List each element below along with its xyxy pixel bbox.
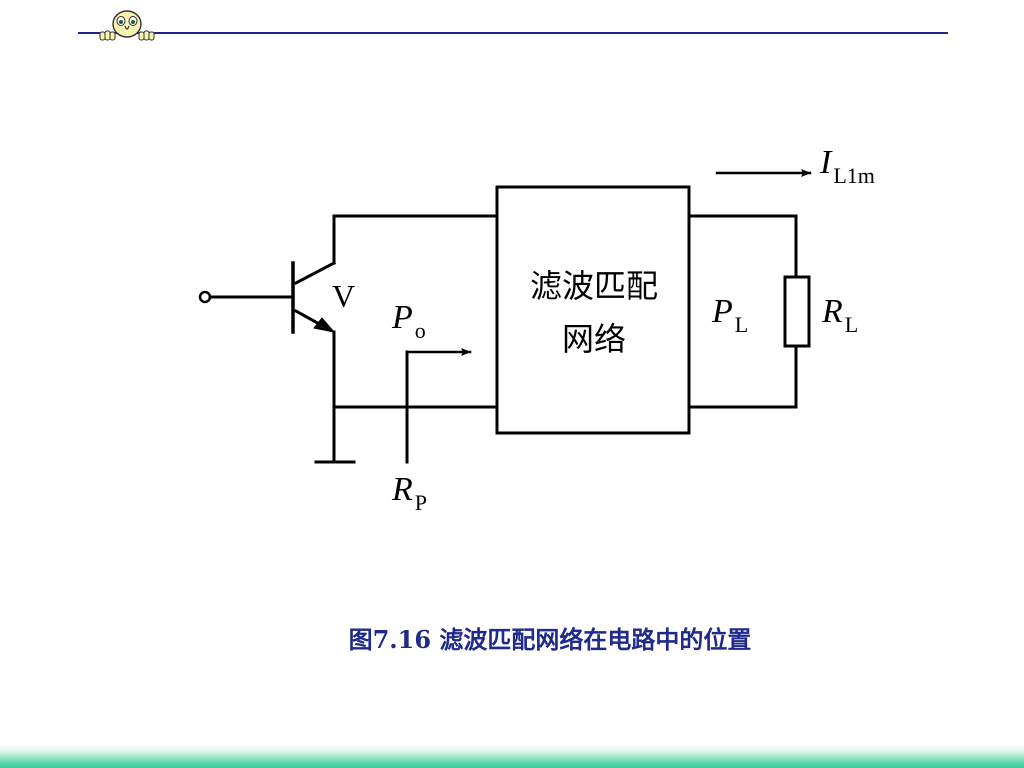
mascot-logo-icon — [99, 10, 155, 41]
load-power-label: PL — [711, 293, 748, 337]
network-label-line2: 网络 — [562, 320, 626, 358]
current-label: IL1m — [819, 144, 875, 188]
footer-gradient-bar — [0, 745, 1024, 768]
output-power-label: Po — [391, 299, 426, 343]
network-label-line1: 滤波匹配 — [530, 267, 658, 305]
resonant-resistance-label: RP — [391, 471, 427, 515]
load-resistor-label: RL — [821, 293, 858, 337]
load-resistor — [783, 275, 811, 348]
transistor-label: V — [332, 278, 355, 314]
filter-matching-network-box — [495, 185, 691, 435]
emitter-arrowhead — [313, 317, 336, 333]
header-rule — [78, 32, 948, 34]
figure-caption: 图7.16 滤波匹配网络在电路中的位置 — [348, 625, 752, 654]
